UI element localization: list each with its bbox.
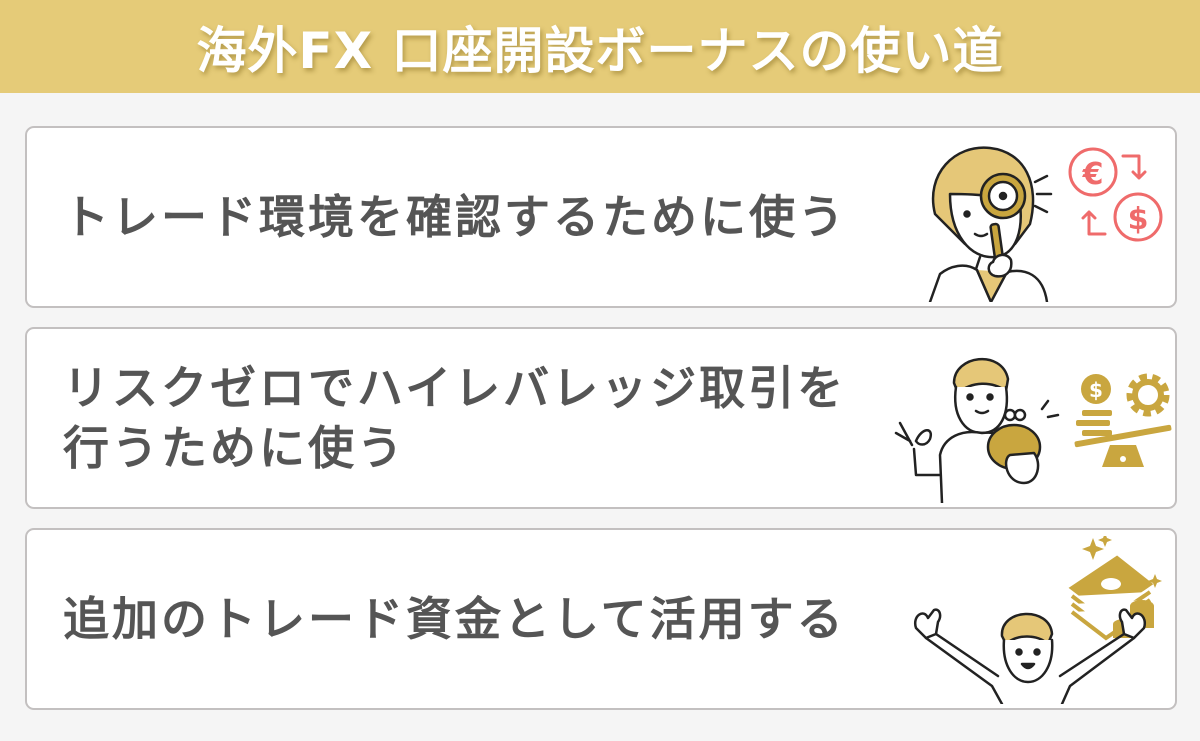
svg-text:$: $ bbox=[1089, 378, 1103, 402]
man-cheering-money-illustration bbox=[902, 536, 1172, 704]
exchange-arrows-icon bbox=[1081, 154, 1147, 236]
usage-card-additional-funds: 追加のトレード資金として活用する bbox=[25, 528, 1177, 710]
page-title: 海外FX 口座開設ボーナスの使い道 bbox=[196, 21, 1004, 80]
card-text: 追加のトレード資金として活用する bbox=[63, 592, 846, 646]
dollar-icon: $ bbox=[1113, 192, 1163, 242]
gear-icon bbox=[1126, 373, 1170, 417]
man-coin-purse-illustration: $ bbox=[882, 335, 1172, 503]
woman-magnifying-glass-illustration: € $ bbox=[895, 134, 1165, 302]
magnifying-glass-icon bbox=[979, 172, 1053, 278]
svg-text:€: € bbox=[1082, 157, 1104, 192]
card-text: リスクゼロでハイレバレッジ取引を行うために使う bbox=[63, 361, 847, 475]
man-cheering-icon bbox=[913, 608, 1147, 704]
woman-icon bbox=[928, 146, 1049, 302]
usage-card-check-environment: トレード環境を確認するために使う bbox=[25, 126, 1177, 308]
seesaw-balance-icon bbox=[1074, 424, 1172, 467]
usage-card-high-leverage: リスクゼロでハイレバレッジ取引を行うために使う $ bbox=[25, 327, 1177, 509]
sparkle-icon bbox=[1082, 536, 1162, 588]
dollar-coin-stack-icon: $ bbox=[1076, 374, 1112, 436]
header-banner: 海外FX 口座開設ボーナスの使い道 bbox=[0, 0, 1200, 93]
card-text: トレード環境を確認するために使う bbox=[63, 190, 847, 244]
svg-text:$: $ bbox=[1128, 202, 1149, 237]
euro-icon: € bbox=[1068, 147, 1118, 197]
coin-purse-icon bbox=[986, 399, 1060, 485]
